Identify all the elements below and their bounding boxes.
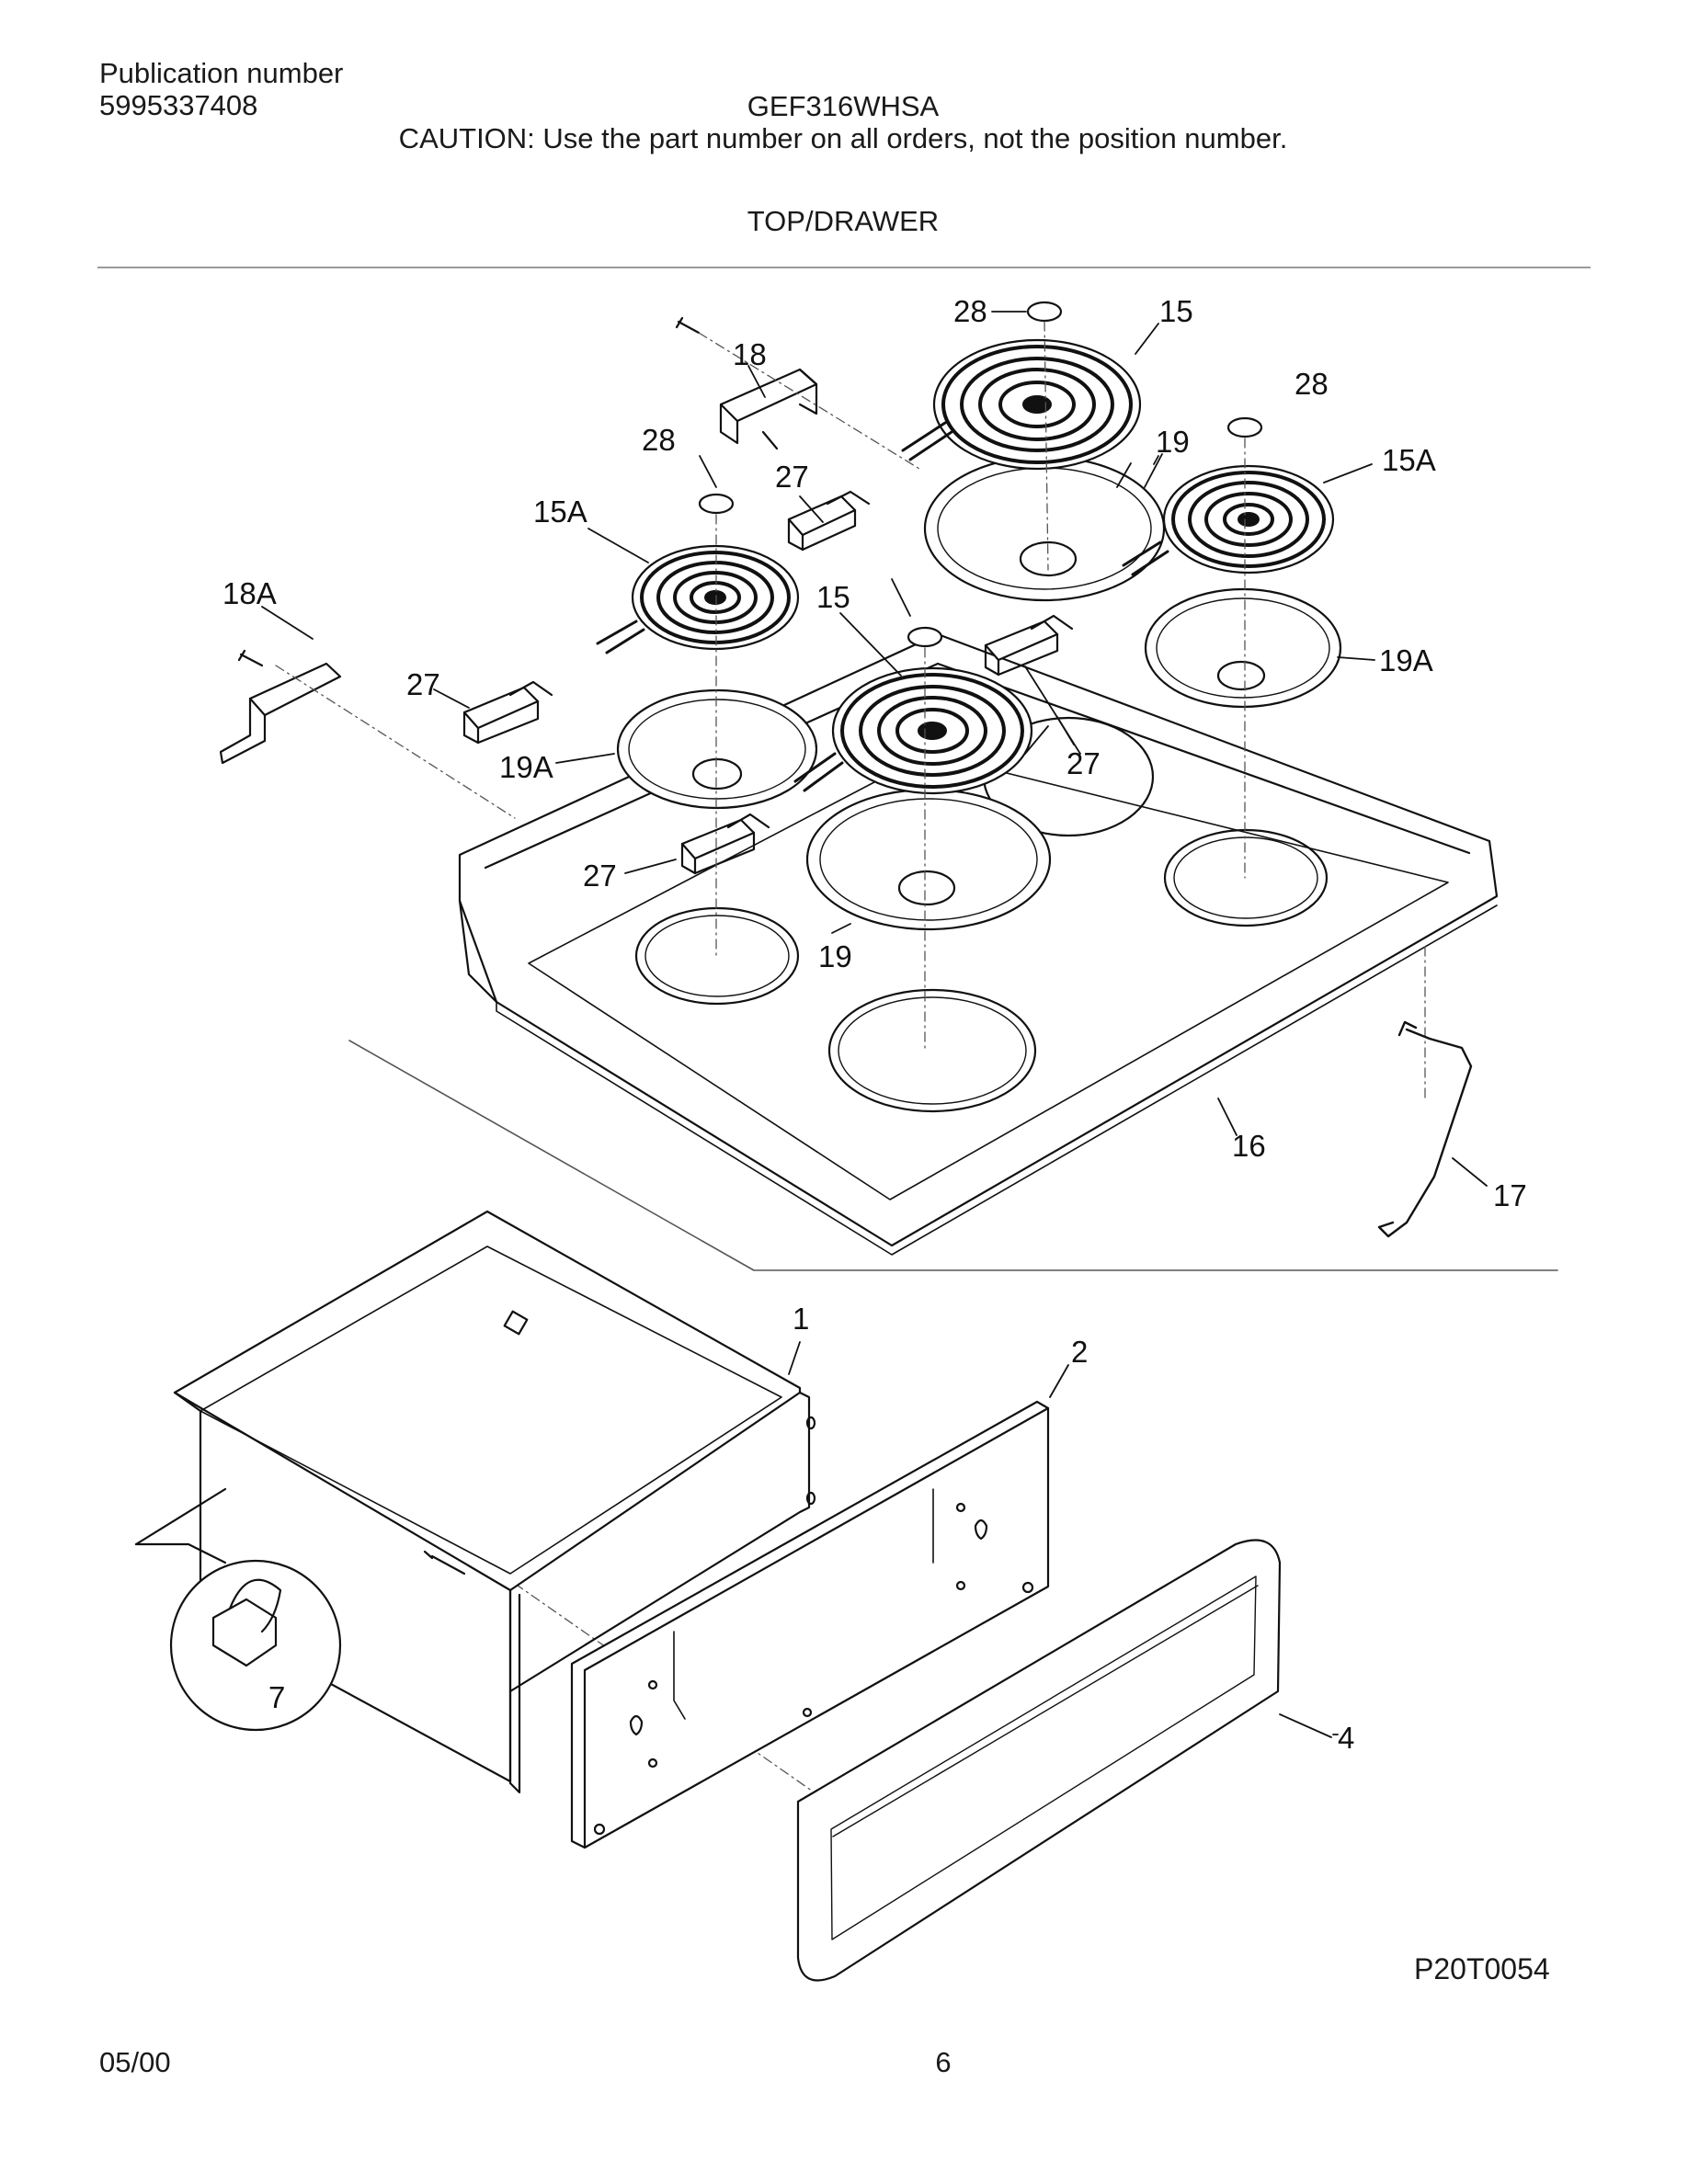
- drip-bowl-rear-center: [923, 455, 1166, 602]
- cap-28-rear: [1026, 301, 1063, 323]
- model-number: GEF316WHSA: [747, 90, 940, 122]
- callout-leaders: [261, 311, 1488, 1738]
- callout-2: 2: [1071, 1335, 1088, 1369]
- drawer-panel: [570, 1400, 1050, 1849]
- caution-note: CAUTION: Use the part number on all orde…: [398, 122, 1288, 154]
- callout-16: 16: [1232, 1129, 1266, 1163]
- section-title: TOP/DRAWER: [747, 205, 940, 237]
- surface-element-rear-large: [901, 338, 1142, 471]
- callout-27-b: 27: [406, 667, 440, 701]
- receptacle-27-c: [984, 614, 1074, 677]
- receptacle-27-d: [680, 813, 770, 875]
- surface-element-center-large: [793, 666, 1033, 795]
- header-divider: [97, 267, 1591, 268]
- callout-1: 1: [793, 1302, 809, 1336]
- cap-28-left: [698, 493, 735, 515]
- callout-18: 18: [733, 337, 767, 371]
- callout-7: 7: [268, 1680, 285, 1714]
- figure-code: P20T0054: [1414, 1952, 1550, 1985]
- callout-19a-right: 19A: [1379, 643, 1433, 677]
- surface-element-left-small: [596, 544, 800, 654]
- drip-bowl-right: [1144, 587, 1342, 709]
- drawer-front: [796, 1539, 1282, 1982]
- cap-28-center: [907, 626, 943, 648]
- bracket-18: [675, 316, 818, 450]
- callout-28-right: 28: [1295, 367, 1329, 401]
- callout-15-rear: 15: [1159, 294, 1193, 328]
- drawer-slot: [503, 1310, 529, 1336]
- drip-bowl-front-left: [616, 688, 818, 810]
- drawer-stop-detail: [134, 1487, 342, 1732]
- publication-number: 5995337408: [99, 89, 258, 121]
- bracket-18a: [219, 649, 342, 765]
- callout-15-center: 15: [816, 580, 850, 614]
- publication-label: Publication number: [99, 57, 344, 89]
- callout-27-a: 27: [775, 460, 809, 494]
- cutout-left-rear: [634, 906, 800, 1006]
- callout-28-left: 28: [642, 423, 676, 457]
- callout-27-c: 27: [1066, 746, 1101, 780]
- callout-15a-left: 15A: [533, 495, 587, 529]
- cutout-left-front: [827, 988, 1037, 1113]
- cutout-right-front: [1163, 828, 1329, 927]
- callout-4: 4: [1338, 1721, 1354, 1755]
- wire-harness-17: [1377, 1020, 1473, 1238]
- callout-27-d: 27: [583, 859, 617, 893]
- footer-date: 05/00: [99, 2046, 171, 2078]
- page-number: 6: [935, 2046, 952, 2078]
- receptacle-27-b: [462, 680, 553, 745]
- callout-19a-left: 19A: [499, 750, 553, 784]
- callout-18a: 18A: [222, 576, 277, 610]
- callout-28-rear: 28: [953, 294, 987, 328]
- callout-19-center: 19: [818, 939, 852, 973]
- callout-labels: 28 15 18 28 19 15A 27 15A 28 15 18A 27 1…: [222, 294, 1527, 1755]
- cap-28-right: [1226, 416, 1263, 438]
- callout-19-rear: 19: [1156, 425, 1190, 459]
- callout-17: 17: [1493, 1178, 1527, 1212]
- surface-element-right-small: [1122, 464, 1335, 576]
- callout-15a-right: 15A: [1382, 443, 1436, 477]
- receptacle-27-a: [787, 490, 871, 552]
- drip-bowl-center-front: [805, 788, 1052, 931]
